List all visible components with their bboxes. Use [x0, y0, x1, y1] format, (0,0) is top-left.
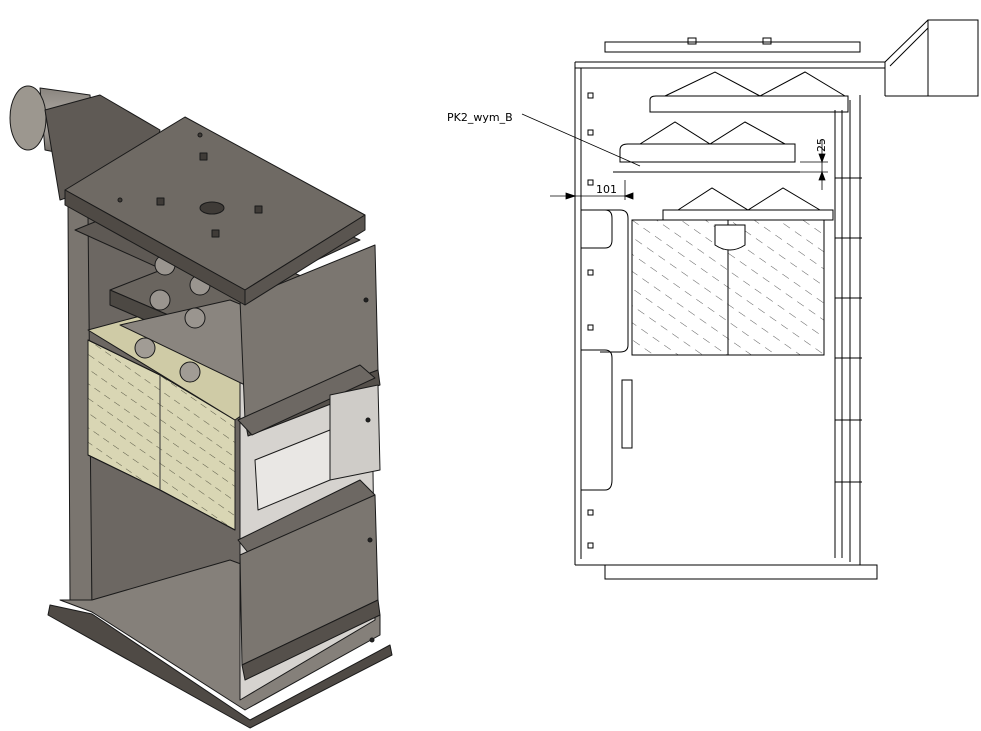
baffle-trays — [613, 71, 849, 221]
left-wall-folds — [581, 92, 633, 549]
casing-outline — [574, 37, 885, 580]
insulation-section — [631, 219, 825, 356]
section-view — [521, 19, 979, 580]
isometric-view — [9, 85, 393, 729]
front-channels — [237, 244, 381, 681]
top-cover-plate — [64, 116, 366, 306]
dimension-101: 101 — [596, 183, 617, 196]
dimension-25: 25 — [815, 138, 828, 152]
callout-label: PK2_wym_B — [447, 111, 513, 124]
base-flange — [47, 604, 393, 729]
outlet-duct — [884, 19, 979, 97]
dimension-lines — [521, 113, 828, 200]
right-wall-clips — [835, 177, 862, 483]
